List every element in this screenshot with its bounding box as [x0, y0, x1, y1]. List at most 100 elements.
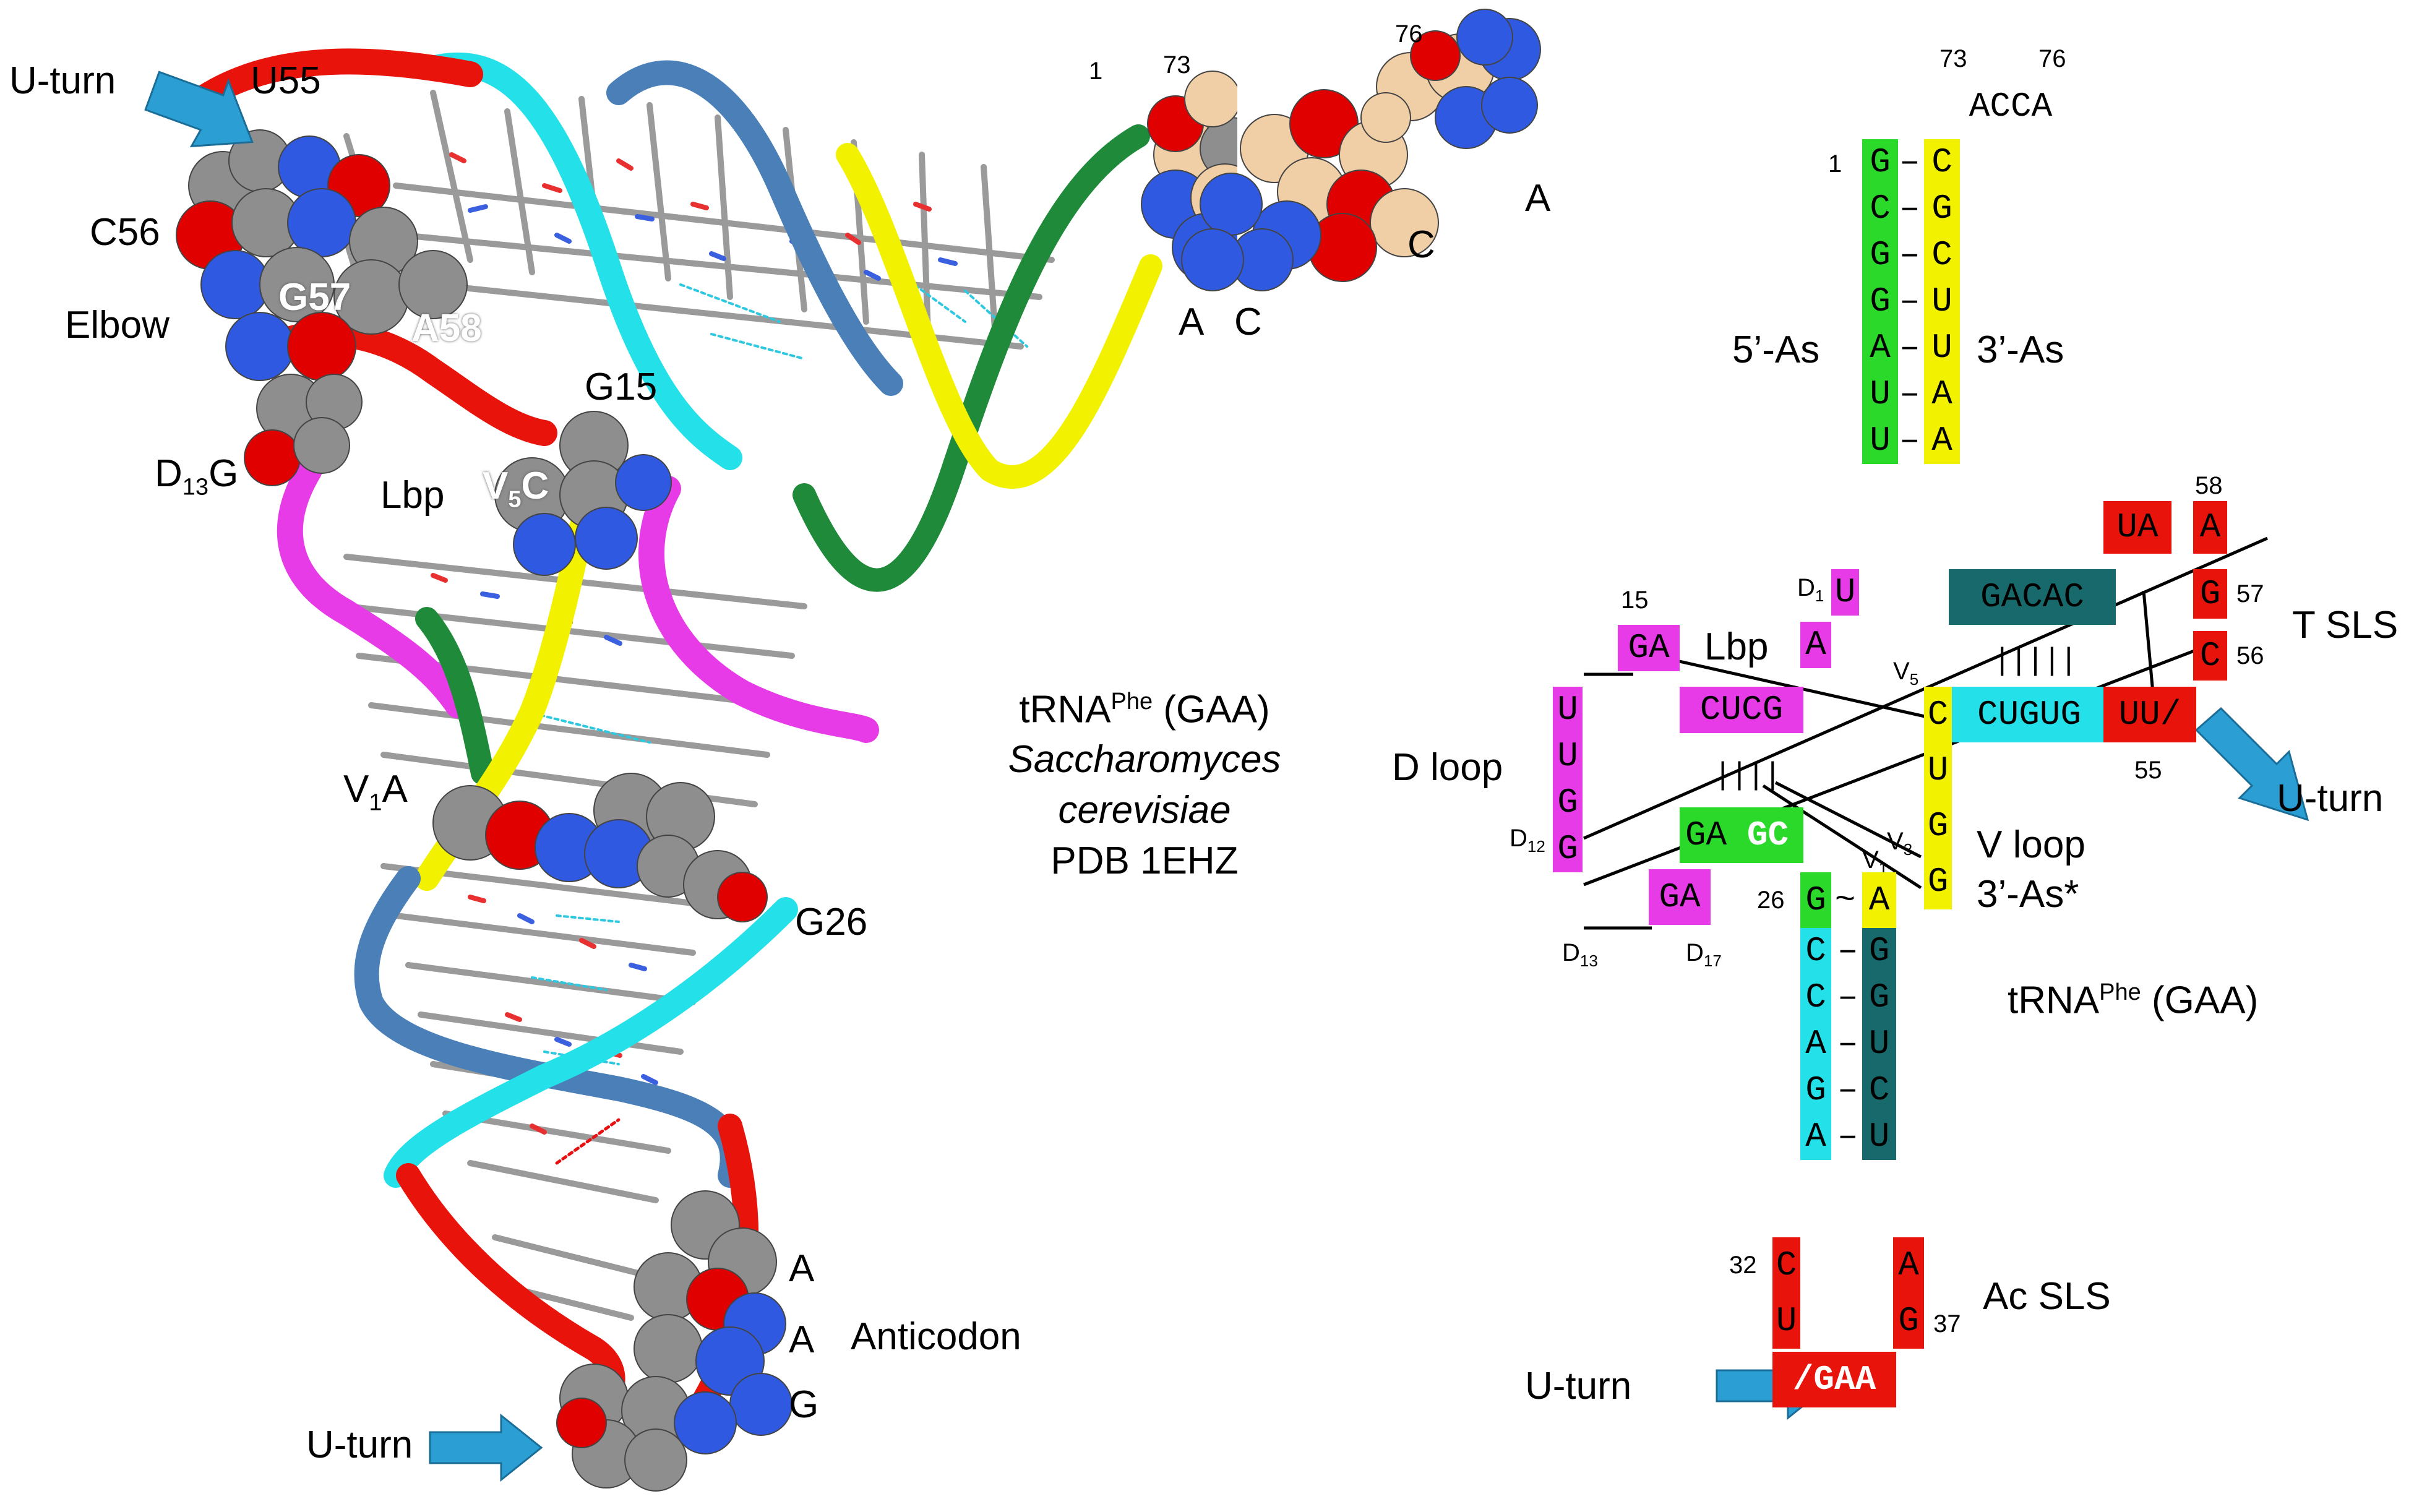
sec-c-v5: C — [1924, 687, 1952, 742]
ribbon-t-arm-cyan — [421, 52, 742, 470]
base-3prime: C — [1931, 235, 1952, 275]
elbow-label: Elbow — [65, 304, 170, 346]
g15-label: G15 — [585, 366, 658, 408]
base-anticodon-left: A — [1805, 1024, 1826, 1063]
sec-five-as: 5’-As — [1732, 329, 1820, 371]
base-3prime: G — [1931, 189, 1952, 228]
sec-num32: 32 — [1729, 1252, 1757, 1279]
base-pair-dash: – — [1899, 421, 1920, 460]
anticodon-a1-label: A — [789, 1247, 815, 1290]
base-anticodon-left: A — [1805, 1117, 1826, 1156]
a58-label: A58 — [411, 307, 482, 350]
num-73-label: 73 — [1163, 51, 1191, 79]
sec-t-ticks: | | | | | — [1998, 642, 2073, 676]
caption-line4: PDB 1EHZ — [1050, 840, 1239, 882]
base-pair-dash: – — [1837, 1117, 1858, 1156]
sec-num15: 15 — [1621, 586, 1649, 614]
base-5prime: G — [1870, 235, 1891, 275]
sec-uu-slash: UU/ — [2103, 687, 2196, 742]
c56-label: C56 — [90, 211, 160, 254]
sec-ac-sls: Ac SLS — [1983, 1275, 2111, 1318]
base-5prime: G — [1870, 142, 1891, 182]
sec-uturn-right: U-turn — [2277, 777, 2384, 820]
caption: tRNAPhe (GAA) Saccharomyces cerevisiae P… — [928, 690, 1361, 893]
sec-num58: 58 — [2195, 472, 2223, 499]
sec-three-as: 3’-As — [1977, 329, 2064, 371]
sec-ua: UA — [2103, 501, 2171, 554]
sec-a-right: A — [1893, 1237, 1924, 1293]
sec-uturn-left: U-turn — [1525, 1365, 1632, 1407]
base-anticodon-right: G — [1868, 931, 1890, 971]
sec-cugug: CUGUG — [1952, 687, 2107, 742]
end-c2-label: C — [1407, 223, 1435, 266]
base-anticodon-right: G — [1868, 977, 1890, 1017]
base-anticodon-right: U — [1868, 1117, 1890, 1156]
d13g-label: D13G — [155, 452, 239, 500]
num-76-label: 76 — [1395, 20, 1423, 48]
anticodon-g-label: G — [789, 1383, 819, 1426]
base-d-loop: U — [1557, 690, 1578, 729]
g26-label: G26 — [795, 901, 868, 943]
sec-c32: C — [1772, 1237, 1800, 1293]
sec-a-v1: A — [1862, 872, 1896, 928]
sec-three-as-star: 3’-As* — [1977, 873, 2079, 916]
base-anticodon-left: G — [1805, 1070, 1826, 1110]
lbp-label: Lbp — [380, 474, 445, 517]
end-a2-label: A — [1525, 177, 1551, 220]
sec-num37: 37 — [1933, 1310, 1961, 1338]
base-d-loop: G — [1557, 783, 1578, 822]
sec-tilde: ~ — [1834, 880, 1856, 920]
anticodon-a2-label: A — [789, 1318, 815, 1361]
base-pair-dash: – — [1899, 189, 1920, 228]
sec-d1-base: U — [1831, 569, 1859, 616]
sec-v3-label: V3 — [1887, 828, 1913, 859]
trna-3prime-end — [1181, 9, 1541, 291]
sec-g26-base: G — [1800, 872, 1831, 928]
sec-d-ticks: | | | | — [1719, 756, 1777, 791]
uturn-label-top: U-turn — [9, 59, 116, 102]
base-pair-dash: – — [1899, 235, 1920, 275]
sec-d-loop: D loop — [1392, 746, 1503, 789]
base-5prime: U — [1870, 374, 1891, 414]
sec-g37: G — [1893, 1293, 1924, 1349]
sec-a58-base: A — [2193, 501, 2227, 554]
sec-cucg: CUCG — [1680, 687, 1803, 733]
sec-trna-label: tRNAPhe (GAA) — [2008, 979, 2259, 1022]
sec-v-loop: V loop — [1977, 823, 2085, 866]
ribbon-t-arm-steel — [606, 60, 903, 396]
base-5prime: A — [1870, 328, 1891, 367]
base-anticodon-left: C — [1805, 931, 1826, 971]
sec-num26: 26 — [1757, 887, 1785, 914]
base-d-loop: U — [1557, 736, 1578, 776]
trna-3d-structure — [173, 48, 1237, 1492]
ribbon-d-arm-magenta — [277, 457, 879, 743]
sec-g57-base: G — [2193, 569, 2227, 619]
ribbon-acceptor-yellow — [836, 143, 1162, 489]
sec-g-v: G — [1924, 854, 1952, 909]
anticodon-label: Anticodon — [851, 1315, 1021, 1358]
base-pair-dash: – — [1837, 1070, 1858, 1110]
base-pair-dash: – — [1899, 374, 1920, 414]
sec-num56: 56 — [2236, 642, 2264, 669]
base-anticodon-left: C — [1805, 977, 1826, 1017]
ribbon-anticodon-cyan — [384, 897, 798, 1188]
v1a-label: V1A — [343, 768, 408, 816]
sec-u-v: U — [1924, 742, 1952, 798]
sec-d13-label: D13 — [1562, 939, 1598, 970]
sec-gacac: GACAC — [1949, 569, 2116, 625]
sec-t-sls: T SLS — [2292, 604, 2399, 646]
sec-num1: 1 — [1828, 150, 1842, 178]
base-pair-dash: – — [1837, 931, 1858, 971]
sec-v1-label: V1 — [1862, 846, 1888, 877]
sec-slash-gaa: /GAA — [1772, 1352, 1896, 1407]
base-pair-dash: – — [1837, 1024, 1858, 1063]
base-pair-dash: – — [1899, 281, 1920, 321]
sec-num73: 73 — [1939, 45, 1967, 72]
space-fill-atoms — [176, 71, 1237, 1492]
sec-acca: ACCA — [1969, 87, 2053, 126]
arrow-icon — [144, 71, 254, 148]
sec-ga-top: GA — [1618, 625, 1680, 671]
